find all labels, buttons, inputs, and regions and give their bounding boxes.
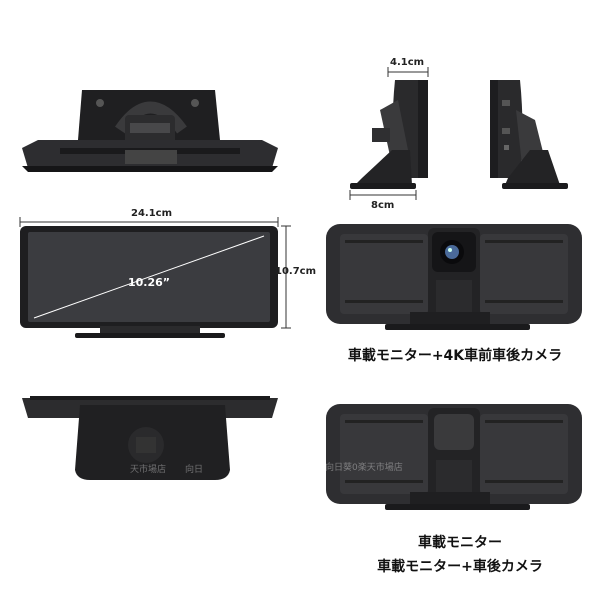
watermark-left-1: 天市場店	[130, 465, 167, 475]
width-dimension-label: 24.1cm	[131, 208, 173, 219]
watermark-right: 向日葵0楽天市場店	[325, 463, 403, 473]
height-dimension-label: 10.7cm	[275, 266, 317, 277]
diagonal-dimension-label: 10.26”	[128, 276, 171, 289]
caption-monitor-only: 車載モニター	[418, 535, 502, 551]
watermark-left-2: 向日	[185, 465, 204, 475]
caption-rear-camera: 車載モニター+車後カメラ	[377, 559, 543, 575]
caption-dual-camera: 車載モニター+4K車前車後カメラ	[347, 348, 563, 364]
depth-dimension-label: 4.1cm	[390, 57, 425, 68]
base-width-dimension-label: 8cm	[371, 200, 395, 211]
